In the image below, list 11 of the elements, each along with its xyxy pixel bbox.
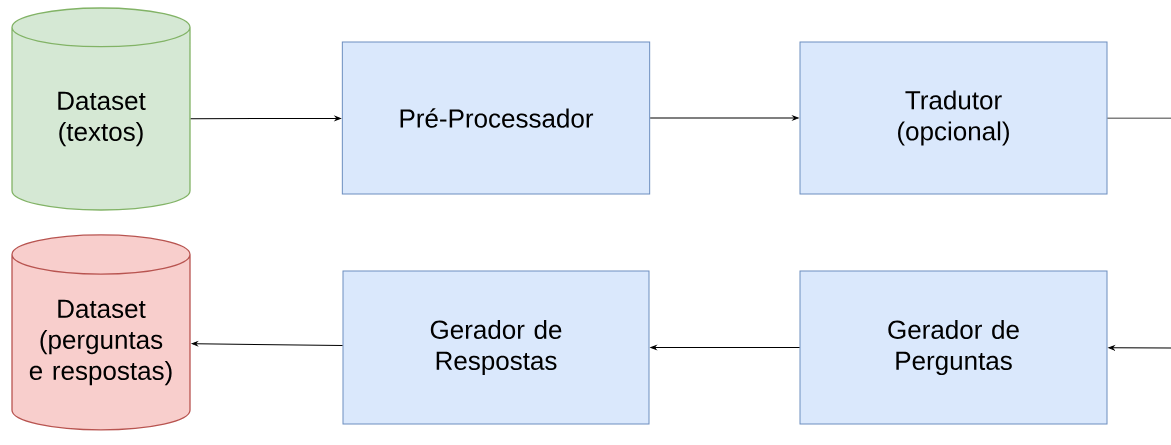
process-box: Gerador de Perguntas	[799, 270, 1108, 425]
database-cylinder: Dataset (perguntas e respostas)	[11, 234, 191, 431]
arrow	[650, 345, 800, 350]
arrow	[191, 341, 343, 347]
process-box: Tradutor (opcional)	[799, 41, 1108, 195]
arrow	[190, 116, 341, 121]
process-box: Gerador de Respostas	[342, 270, 650, 425]
arrow	[649, 115, 799, 121]
database-cylinder: Dataset (textos)	[11, 7, 191, 211]
process-box: Pré-Processador	[341, 41, 651, 195]
arrow	[1108, 345, 1171, 351]
